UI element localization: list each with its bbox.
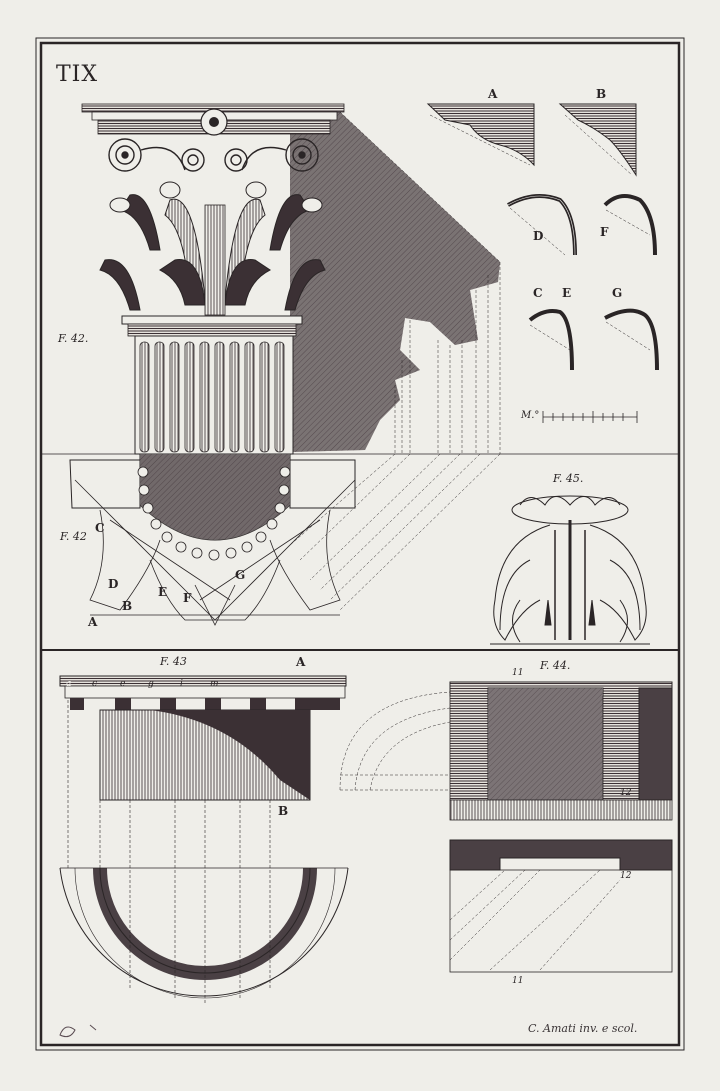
scale-bar [542,411,638,423]
scale-label: M.° [521,410,540,421]
engraver-signature: C. Amati inv. e scol. [528,1022,638,1035]
plan-label-d: D [108,577,119,591]
f44-label-11-top: 11 [512,668,524,678]
figure-42-elevation-label: F. 42. [58,332,89,345]
f43-label-a: a [66,679,72,689]
plan-label-g: G [235,568,246,582]
capital-bell [204,204,226,316]
f43-label-g: g [148,679,154,689]
plan-label-a: A [88,615,98,629]
capital-plan [69,453,356,626]
plan-label-f: F [183,591,192,605]
entablature-elevation [59,675,347,801]
profile-b [558,103,637,177]
profile-label-e: E [562,286,572,300]
projection-lines [289,111,501,611]
entablature-plan [59,700,349,1005]
profile-label-c: C [533,286,543,300]
section-drawing [339,681,673,973]
f44-label-12-bottom: 12 [620,871,632,881]
inner-border [39,41,681,1047]
figure-42-plan-label: F. 42 [60,530,87,543]
monogram-mark [59,1024,97,1038]
f43-label-a-top: A [296,655,306,669]
acanthus-leaf [490,495,650,645]
outer-border [35,37,685,1051]
capital-shadow [290,112,500,452]
plan-label-e: E [158,585,168,599]
f43-label-b: B [278,804,289,818]
column-shaft [134,335,294,455]
capital-volutes [108,138,319,172]
f43-label-m: m [210,679,219,689]
profile-label-a: A [488,87,498,101]
plan-label-c: C [95,521,105,535]
profile-curves [507,194,659,371]
profile-label-b: B [596,87,607,101]
profile-label-d: D [533,229,544,243]
figure-45-label: F. 45. [553,472,584,485]
capital-rosette [200,108,228,136]
profiles-section [426,103,659,423]
f44-label-11-bottom: 11 [512,976,524,986]
f43-label-i: i [180,679,183,689]
f44-label-12-top: 12 [620,788,632,798]
f43-label-e: e [120,679,126,689]
profile-label-f: F [600,225,609,239]
figure-43-label: F. 43 [160,655,187,668]
f43-label-c: c [92,679,98,689]
plate-number: TIX [56,62,99,87]
figure-44-label: F. 44. [540,659,571,672]
profile-a [426,103,535,167]
plan-label-b: B [122,599,133,613]
capital-leaves [99,181,326,311]
profile-label-g: G [612,286,623,300]
column-neck [121,315,303,337]
